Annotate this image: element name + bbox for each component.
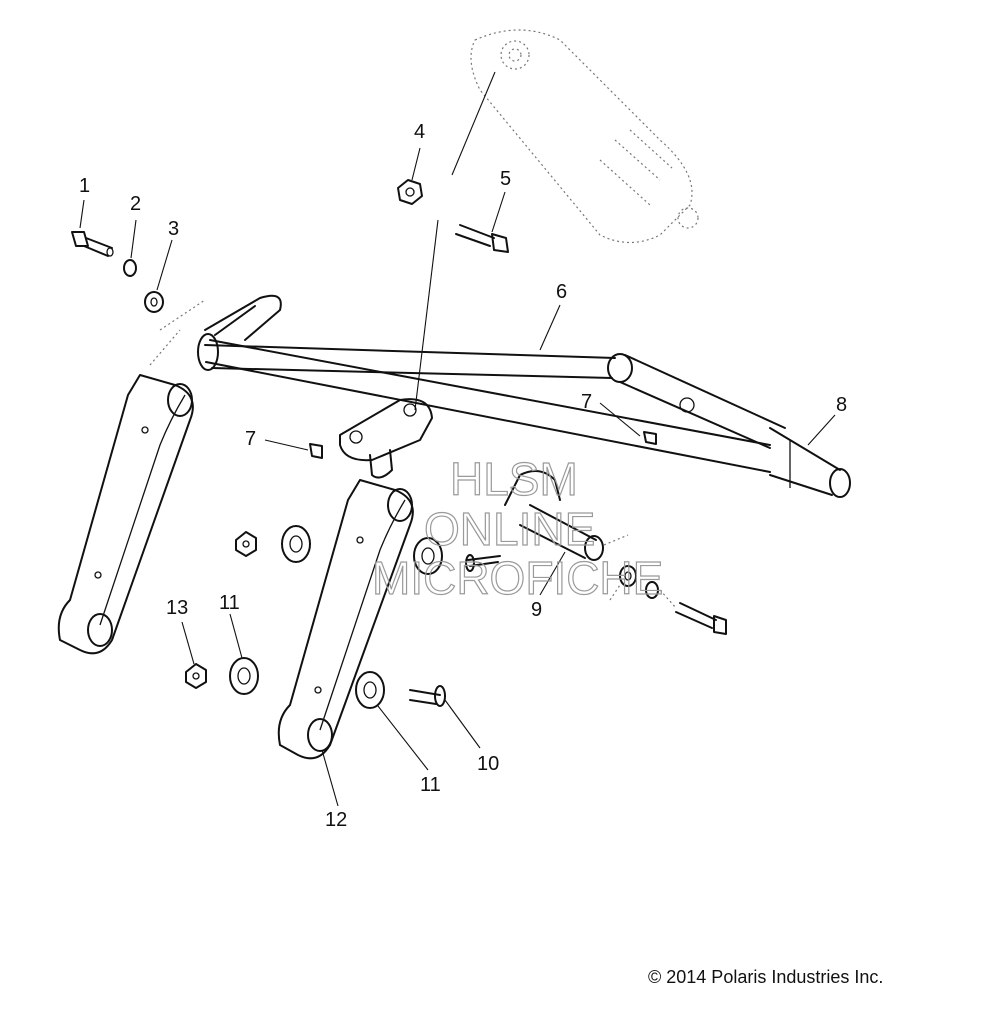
watermark-line-1: HLSM	[450, 453, 578, 505]
washer-11b	[355, 671, 385, 709]
callout-13: 13	[166, 597, 188, 619]
washer-right-a	[619, 565, 637, 587]
washer-2	[123, 259, 137, 277]
callout-5: 5	[500, 168, 511, 190]
nut-13a	[185, 663, 207, 689]
washer-11d	[413, 537, 443, 575]
watermark: HLSM ONLINE MICROFICHE	[371, 452, 664, 604]
callout-7b: 7	[245, 428, 256, 450]
bolt-5	[455, 224, 509, 253]
copyright-notice: © 2014 Polaris Industries Inc.	[648, 967, 883, 987]
front-arm-assembly	[197, 294, 851, 561]
leader-lines	[79, 71, 836, 807]
nut-13b	[235, 531, 257, 557]
callout-12: 12	[325, 809, 347, 831]
bolt-right	[675, 602, 727, 635]
callout-4: 4	[414, 121, 425, 143]
grease-fitting-7a	[309, 443, 323, 459]
callout-11a: 11	[219, 592, 240, 614]
nut-4	[397, 179, 423, 205]
washer-11c	[281, 525, 311, 563]
callout-3: 3	[168, 218, 179, 240]
callout-11b: 11	[420, 774, 441, 796]
callout-7a: 7	[581, 391, 592, 413]
bolt-1	[71, 231, 114, 257]
pin-10b	[465, 554, 501, 572]
watermark-line-3: MICROFICHE	[372, 552, 663, 604]
callout-6: 6	[556, 281, 567, 303]
washer-11a	[229, 657, 259, 695]
callout-2: 2	[130, 193, 141, 215]
callout-8: 8	[836, 394, 847, 416]
callouts: 1 2 3 4 5 6 7 7 8 9 10 11 11 12 13	[79, 121, 847, 831]
washer-right-b	[645, 581, 659, 599]
shock-absorber-phantom	[470, 29, 699, 244]
link-arm-rear	[57, 374, 194, 655]
callout-9: 9	[531, 599, 542, 621]
washer-3	[144, 291, 164, 313]
callout-10: 10	[477, 753, 499, 775]
grease-fitting-7b	[643, 431, 657, 445]
callout-1: 1	[79, 175, 90, 197]
pin-10	[409, 685, 446, 707]
watermark-line-2: ONLINE	[424, 503, 595, 555]
link-arm-front	[277, 479, 414, 760]
